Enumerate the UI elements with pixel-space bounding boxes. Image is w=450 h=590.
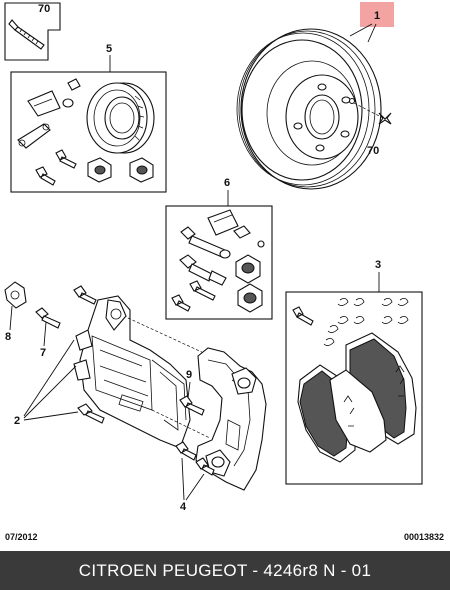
revision-date: 07/2012 xyxy=(5,532,38,542)
dust-boot-a xyxy=(235,254,261,284)
bracket-bolt-a xyxy=(175,441,197,461)
brake-pad-outer xyxy=(329,332,417,453)
locking-clip xyxy=(17,123,51,149)
bleed-screw xyxy=(35,307,61,329)
caliper-bolt-top xyxy=(73,285,97,305)
guide-bolt-9 xyxy=(179,395,205,416)
brake-disc-group: 1 70 xyxy=(236,2,394,190)
bracket-bolt-b xyxy=(195,457,215,476)
dust-boot-b xyxy=(237,283,263,313)
small-cap xyxy=(233,225,251,239)
callout-9: 9 xyxy=(186,369,192,381)
box-3-group: 3 xyxy=(285,259,423,485)
callout-3: 3 xyxy=(375,259,381,271)
wheel-bearing xyxy=(86,82,155,154)
guide-pin-b xyxy=(179,254,227,286)
callout-2: 2 xyxy=(14,415,20,427)
caliper-bolt-bottom xyxy=(77,403,105,424)
callout-1: 1 xyxy=(374,10,380,22)
box-6-group: 6 xyxy=(165,177,273,320)
callout-4: 4 xyxy=(180,501,187,513)
nut-small xyxy=(67,78,81,91)
footer-title-bar: CITROEN PEUGEOT - 4246r8 N - 01 xyxy=(0,551,450,590)
bolt-6b xyxy=(171,294,191,312)
carrier-bracket xyxy=(195,347,267,491)
washer-small xyxy=(62,98,74,108)
screw-70-group: 70 xyxy=(4,2,61,61)
guide-pin-a xyxy=(180,226,231,259)
exploded-brake-diagram: 70 5 xyxy=(4,2,423,513)
callout-70-right: 70 xyxy=(367,145,379,157)
bolt-6a xyxy=(189,280,216,301)
callout-70-top: 70 xyxy=(38,3,50,15)
callout-1-highlight xyxy=(360,2,394,27)
box-5-group: 5 xyxy=(10,43,167,193)
bleed-cap xyxy=(4,281,27,309)
callout-5: 5 xyxy=(106,43,112,55)
carrier-bracket-group: 9 4 xyxy=(175,347,267,513)
callout-7: 7 xyxy=(40,347,46,359)
grease-sachet xyxy=(207,209,239,236)
hub-nut-b xyxy=(129,157,154,183)
countersunk-screw xyxy=(8,19,45,50)
bolt-5a xyxy=(55,149,77,169)
bolt-5b xyxy=(35,166,56,186)
pad-bolt xyxy=(292,306,314,326)
brake-disc xyxy=(236,28,382,190)
hub-nut-a xyxy=(87,157,112,183)
disc-retaining-screw xyxy=(378,112,392,125)
callout-8: 8 xyxy=(5,331,11,343)
o-ring xyxy=(257,240,265,248)
diagram-code: 00013832 xyxy=(403,532,444,542)
caliper-body xyxy=(73,295,191,449)
anti-rattle-clips xyxy=(323,298,409,346)
screw-70-box xyxy=(4,2,61,61)
callout-6: 6 xyxy=(224,177,230,189)
grease-packet xyxy=(27,90,61,117)
caliper-group: 8 7 2 xyxy=(4,281,211,449)
